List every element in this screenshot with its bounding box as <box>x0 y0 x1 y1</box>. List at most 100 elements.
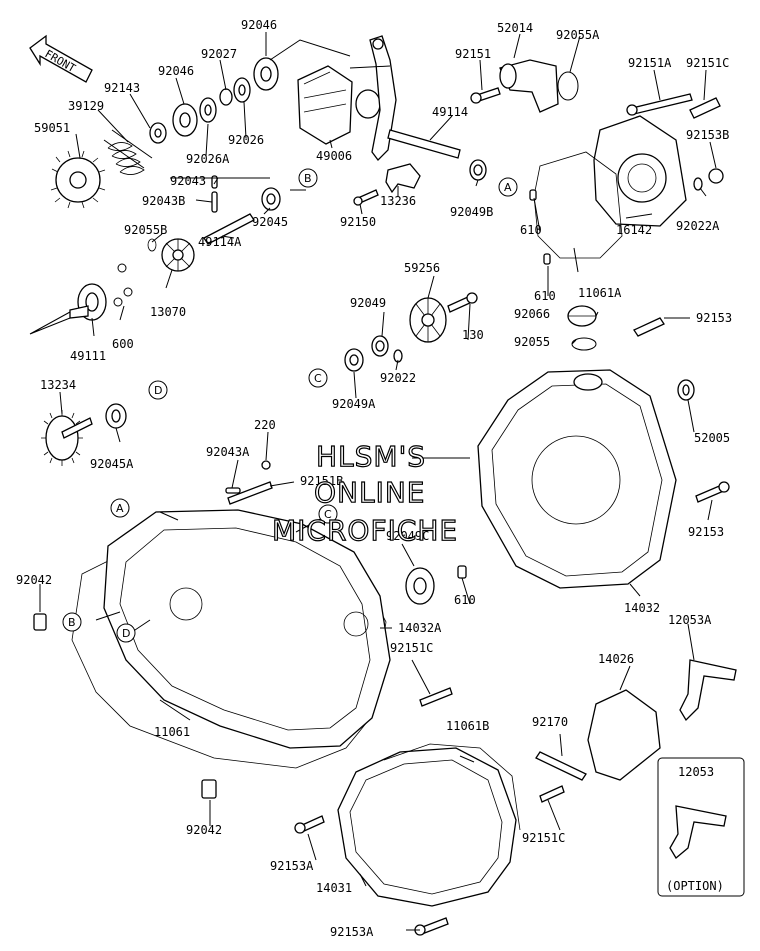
part-14032-clutch-cover <box>477 369 677 589</box>
part-49114-lever <box>369 35 461 161</box>
part-92026A-washer <box>199 97 217 123</box>
label-92046-b: 92046 <box>158 64 194 78</box>
label-92150: 92150 <box>340 215 376 229</box>
part-16142-pump-cover <box>593 115 687 227</box>
ref-marker-A-1: A <box>498 177 518 197</box>
label-220: 220 <box>254 418 276 432</box>
part-14031-cover <box>337 747 517 907</box>
label-92042-a: 92042 <box>16 573 52 587</box>
part-92043A-pin <box>225 487 241 494</box>
part-14032A-case <box>103 509 391 749</box>
label-92046-a: 92046 <box>241 18 277 32</box>
part-92150-screw <box>353 189 379 206</box>
label-49114A: 49114A <box>198 235 242 249</box>
part-13234-gear <box>41 410 93 466</box>
part-92151B-bolt <box>227 481 273 505</box>
watermark-line-2: ONLINE <box>314 476 425 509</box>
svg-text:C: C <box>314 372 322 385</box>
label-option-part-12053: 12053 <box>678 765 714 779</box>
label-92043B: 92043B <box>142 194 185 208</box>
label-92151C-mid: 92151C <box>390 641 433 655</box>
part-11061A-gasket <box>533 151 623 259</box>
label-52005: 52005 <box>694 431 730 445</box>
part-92042-dowel-b <box>201 779 217 799</box>
part-11061B-gasket <box>383 743 521 831</box>
part-92153-bolt-b <box>695 481 730 503</box>
label-92143: 92143 <box>104 81 140 95</box>
part-92153B-nut <box>708 168 724 184</box>
svg-text:B: B <box>68 616 76 629</box>
part-92153-bolt-a <box>633 317 665 337</box>
part-220-screw <box>261 460 271 470</box>
part-92151-bolt <box>470 87 501 104</box>
part-92043-pin <box>211 175 218 213</box>
label-92153B: 92153B <box>686 128 729 142</box>
option-box <box>657 757 745 897</box>
svg-text:A: A <box>116 502 124 515</box>
label-14032A: 14032A <box>398 621 442 635</box>
label-92153A-a: 92153A <box>270 859 314 873</box>
part-12053A-bracket <box>679 659 737 722</box>
svg-text:C: C <box>324 508 332 521</box>
part-600-balls <box>113 263 133 307</box>
ref-marker-B-2: B <box>62 612 82 632</box>
label-610-b: 610 <box>534 289 556 303</box>
part-610-dowels-top <box>529 189 551 265</box>
label-92022: 92022 <box>380 371 416 385</box>
label-92043: 92043 <box>170 174 206 188</box>
label-92151B: 92151B <box>300 474 343 488</box>
part-92022A-washer <box>693 177 703 191</box>
part-92143-collar <box>149 122 167 144</box>
label-92153-b: 92153 <box>688 525 724 539</box>
part-92049C-seal <box>405 567 435 605</box>
part-92153A-bolt-a <box>294 815 325 834</box>
label-92055A: 92055A <box>556 28 600 42</box>
label-14026: 14026 <box>598 652 634 666</box>
part-92049B-seal <box>469 159 487 181</box>
part-39129-spring <box>103 129 153 175</box>
label-92055B: 92055B <box>124 223 167 237</box>
part-610-dowel-c <box>457 565 467 579</box>
part-92026-washer <box>233 77 251 103</box>
part-92151C-bolt-top <box>689 97 721 119</box>
label-92153-a: 92153 <box>696 311 732 325</box>
label-600: 600 <box>112 337 134 351</box>
part-49114A-shaft <box>203 213 255 245</box>
part-labels: 92046 92027 92046 92143 39129 59051 9202… <box>16 18 732 939</box>
svg-text:D: D <box>122 627 130 640</box>
part-92153A-bolt-b <box>414 917 449 936</box>
label-610-c: 610 <box>454 593 476 607</box>
label-92043A: 92043A <box>206 445 250 459</box>
label-92066: 92066 <box>514 307 550 321</box>
label-52014: 52014 <box>497 21 533 35</box>
label-39129: 39129 <box>68 99 104 113</box>
watermark-line-1: HLSM'S <box>316 440 426 473</box>
part-92066-plug <box>567 305 597 327</box>
label-11061: 11061 <box>154 725 190 739</box>
label-13234: 13234 <box>40 378 76 392</box>
label-92151C-bot: 92151C <box>522 831 565 845</box>
part-92151C-bolt-mid <box>419 687 453 707</box>
part-130-bolt <box>447 292 478 313</box>
svg-text:D: D <box>154 384 162 397</box>
front-arrow: FRONT <box>29 34 93 83</box>
label-16142: 16142 <box>616 223 652 237</box>
part-59256-gear <box>409 297 447 343</box>
label-92026: 92026 <box>228 133 264 147</box>
part-92170-clamp <box>535 751 587 781</box>
ref-marker-C-1: C <box>308 368 328 388</box>
label-59256: 59256 <box>404 261 440 275</box>
ref-marker-C-2: C <box>318 504 338 524</box>
part-13236-bracket <box>385 163 421 194</box>
part-92046-bearing-b <box>253 57 279 91</box>
label-92151A: 92151A <box>628 56 672 70</box>
label-12053A: 12053A <box>668 613 712 627</box>
label-49111: 49111 <box>70 349 106 363</box>
svg-text:A: A <box>504 181 512 194</box>
part-14026-guide <box>587 689 661 781</box>
label-92042-b: 92042 <box>186 823 222 837</box>
part-92055A-oring <box>557 71 579 101</box>
svg-text:B: B <box>304 172 312 185</box>
label-92049C: 92049C <box>386 529 429 543</box>
label-11061A: 11061A <box>578 286 622 300</box>
